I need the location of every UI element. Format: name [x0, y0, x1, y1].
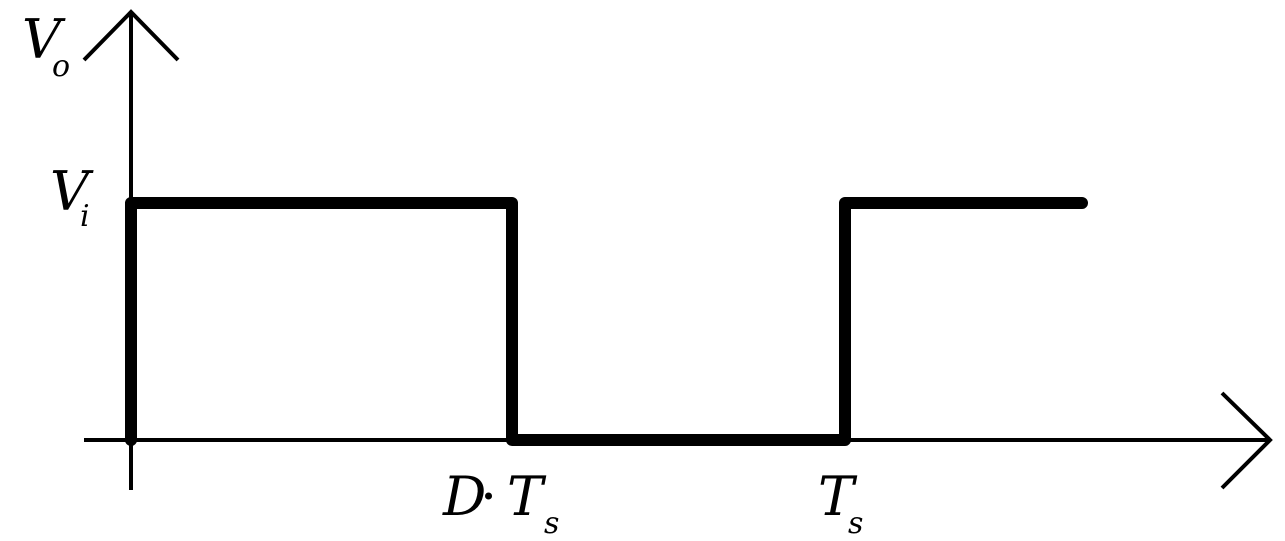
high-level-label-subscript: i: [80, 199, 90, 234]
duty-time-label-prefix: D: [442, 465, 486, 528]
duty-time-label-main: T: [507, 465, 547, 528]
high-level-label: V: [50, 160, 94, 223]
axes: [82, 9, 1273, 490]
high-level-label-main: V: [50, 160, 94, 223]
y-axis-arrowhead: [82, 9, 180, 62]
period-label-subscript: s: [848, 506, 863, 541]
duty-time-label-operator: ·: [480, 465, 497, 528]
pwm-waveform-line: [125, 197, 1088, 446]
y-axis-label: V: [22, 8, 66, 71]
y-axis-label-subscript: o: [52, 49, 70, 84]
y-axis-label-main: V: [22, 8, 66, 71]
x-axis-arrowhead: [1220, 391, 1273, 490]
period-label-main: T: [818, 465, 858, 528]
duty-time-label-subscript: s: [544, 506, 559, 541]
